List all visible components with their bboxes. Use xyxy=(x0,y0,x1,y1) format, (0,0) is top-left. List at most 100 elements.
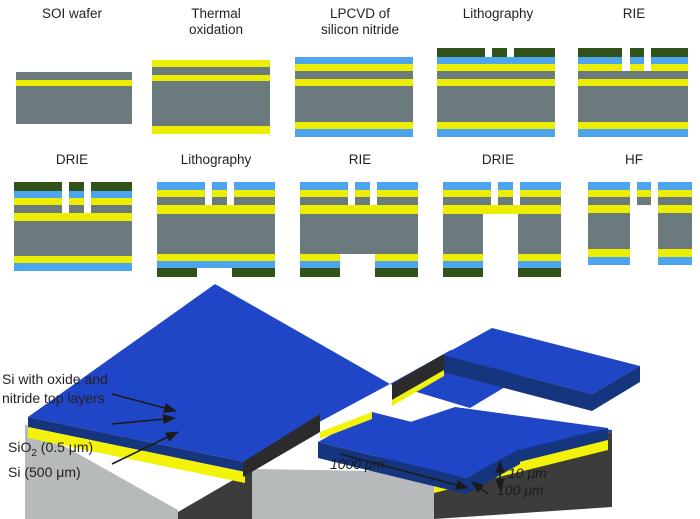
layer-top-oxide xyxy=(152,60,270,67)
callout-arrow-top-layers xyxy=(111,393,177,413)
layer-photoresist-left xyxy=(578,48,622,57)
layer-photoresist-left xyxy=(437,48,485,57)
layer-back-oxide-right xyxy=(375,254,418,261)
oxide-formula-si-o: SiO xyxy=(8,439,32,455)
device-3d-svg xyxy=(25,284,640,519)
layer-back-oxide-right xyxy=(518,254,561,261)
layer-top-oxide-left xyxy=(443,190,491,197)
layer-back-nitride xyxy=(157,261,275,268)
layer-device-silicon-left xyxy=(157,197,205,205)
callout-arrow-substrate xyxy=(111,431,179,465)
layer-back-oxide-left xyxy=(588,249,630,257)
layer-top-nitride-left xyxy=(14,191,62,198)
layer-top-nitride xyxy=(295,57,413,64)
layer-top-nitride-right xyxy=(658,182,692,190)
cross-section-soi-wafer xyxy=(16,72,132,124)
cross-section-rie-back xyxy=(300,182,418,277)
layer-device-silicon-right xyxy=(658,197,692,205)
layer-top-oxide xyxy=(437,64,555,71)
layer-top-oxide-center xyxy=(69,198,84,205)
layer-handle-silicon xyxy=(295,86,413,122)
beam-upper-front xyxy=(443,355,592,411)
step-title-drie-2: DRIE xyxy=(481,152,515,167)
layer-device-silicon-left xyxy=(14,205,62,213)
layer-back-photoresist-left xyxy=(157,268,197,277)
layer-device-silicon-left xyxy=(443,197,491,205)
layer-back-nitride-left xyxy=(300,261,340,268)
layer-device-silicon-right xyxy=(377,197,418,205)
layer-back-photoresist-left xyxy=(300,268,340,277)
cross-section-lithography-back xyxy=(157,182,275,277)
step-title-thermal-oxidation: Thermal oxidation xyxy=(188,6,244,37)
layer-handle-silicon xyxy=(16,86,132,124)
layer-handle-silicon xyxy=(300,214,418,254)
layer-top-nitride xyxy=(437,57,555,64)
layer-back-nitride xyxy=(295,129,413,137)
cross-section-rie-front xyxy=(578,48,688,137)
layer-top-oxide-center xyxy=(355,190,370,197)
layer-top-nitride-center xyxy=(69,191,84,198)
layer-buried-oxide xyxy=(300,205,418,214)
layer-photoresist-center xyxy=(630,48,644,57)
layer-device-silicon xyxy=(152,67,270,75)
layer-back-nitride-left xyxy=(588,257,630,265)
callout-label-oxide: SiO2 (0.5 μm) xyxy=(8,422,93,462)
layer-buried-oxide xyxy=(157,205,275,214)
layer-back-nitride xyxy=(14,263,132,271)
dimension-label-width: 100 μm xyxy=(497,482,544,498)
layer-handle-silicon xyxy=(578,86,688,122)
layer-device-silicon-left xyxy=(300,197,348,205)
layer-top-oxide-left xyxy=(300,190,348,197)
layer-back-oxide-left xyxy=(300,254,340,261)
device-3d-illustration: Si with oxide and nitride top layers SiO… xyxy=(0,272,700,519)
layer-top-nitride-left xyxy=(157,182,205,190)
plate-edge-front-left xyxy=(28,417,245,472)
layer-back-oxide xyxy=(295,122,413,129)
layer-back-photoresist-right xyxy=(375,268,418,277)
layer-buried-oxide xyxy=(295,79,413,86)
layer-back-photoresist-right xyxy=(518,268,561,277)
layer-top-oxide-center xyxy=(637,190,651,197)
layer-device-silicon-center xyxy=(69,205,84,213)
callout-label-substrate: Si (500 μm) xyxy=(8,464,81,480)
layer-top-oxide-left xyxy=(588,190,630,197)
layer-back-nitride-right xyxy=(375,261,418,268)
layer-handle-silicon-right xyxy=(518,214,561,254)
substrate-left-face xyxy=(25,425,178,519)
layer-back-oxide xyxy=(437,122,555,129)
cross-section-lithography-front xyxy=(437,48,555,137)
slot-lower-oxide xyxy=(320,412,372,439)
plate-top-main xyxy=(28,284,390,462)
layer-device-silicon-center xyxy=(212,197,227,205)
layer-buried-oxide xyxy=(16,80,132,86)
plate-oxide-front-left xyxy=(28,427,245,483)
layer-handle-silicon xyxy=(14,221,132,256)
dim-arrow-length xyxy=(339,453,469,490)
cross-section-drie-back xyxy=(443,182,561,277)
layer-handle-silicon xyxy=(152,81,270,126)
layer-back-nitride-right xyxy=(518,261,561,268)
cross-section-lpcvd-nitride xyxy=(295,57,413,137)
layer-top-oxide-right xyxy=(658,190,692,197)
step-title-rie-1: RIE xyxy=(622,6,646,21)
layer-handle-silicon-right xyxy=(658,213,692,249)
layer-buried-oxide xyxy=(578,79,688,86)
beam-upper-top xyxy=(443,328,640,394)
layer-buried-oxide-left xyxy=(588,205,630,213)
substrate-dark-face-left xyxy=(178,469,252,519)
layer-handle-silicon xyxy=(157,214,275,254)
layer-handle-silicon-left xyxy=(588,213,630,249)
layer-photoresist-center xyxy=(69,182,84,191)
layer-buried-oxide xyxy=(437,79,555,86)
layer-top-oxide-left xyxy=(157,190,205,197)
beam-upper-end xyxy=(592,366,640,411)
step-title-hf: HF xyxy=(625,152,643,167)
layer-back-oxide-right xyxy=(658,249,692,257)
layer-device-silicon xyxy=(16,72,132,80)
layer-top-nitride-left xyxy=(588,182,630,190)
layer-top-nitride-left xyxy=(443,182,491,190)
layer-back-nitride-right xyxy=(658,257,692,265)
layer-back-oxide-left xyxy=(443,254,483,261)
callout-arrow-oxide xyxy=(111,414,176,425)
layer-top-nitride-center xyxy=(498,182,513,190)
